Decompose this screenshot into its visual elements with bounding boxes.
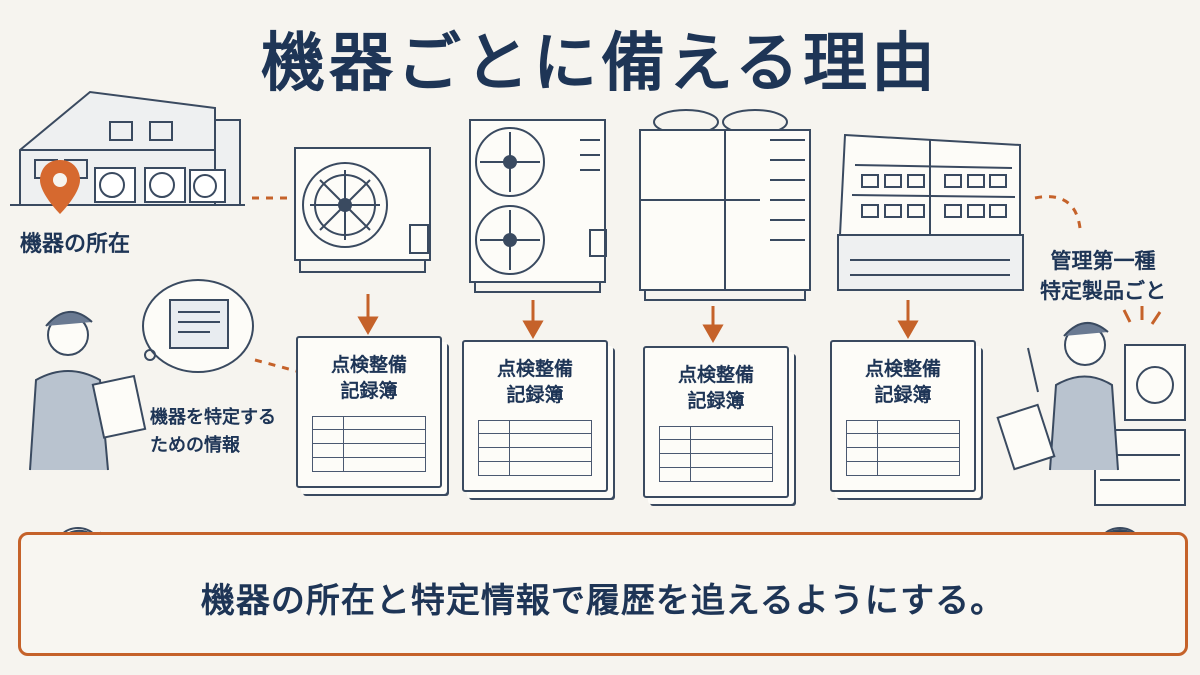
label-identification-info: 機器を特定する ための情報 — [150, 404, 276, 460]
nameplate-callout — [142, 279, 254, 373]
record-book-title: 点検整備 記録簿 — [645, 362, 787, 414]
refrigerated-showcase — [837, 133, 1024, 291]
label-equipment-location: 機器の所在 — [20, 232, 131, 257]
record-book-title-line1: 点検整備 — [864, 358, 941, 380]
record-book-table — [846, 420, 960, 476]
label-class1-product: 管理第一種 特定製品ごと — [1018, 246, 1188, 306]
label-class1-line1: 管理第一種 — [1050, 249, 1156, 273]
record-book-title-line1: 点検整備 — [677, 364, 754, 386]
record-book-1: 点検整備 記録簿 — [296, 336, 442, 488]
record-book-3: 点検整備 記録簿 — [643, 346, 789, 498]
record-book-title-line1: 点検整備 — [330, 354, 407, 376]
label-idinfo-line2: ための情報 — [150, 435, 240, 456]
pointing-worker — [996, 322, 1186, 506]
label-idinfo-line1: 機器を特定する — [150, 407, 276, 428]
outdoor-ac-unit — [294, 147, 431, 273]
record-book-title: 点検整備 記録簿 — [464, 356, 606, 408]
record-book-title-line2: 記録簿 — [687, 390, 745, 412]
location-pin-icon — [40, 160, 80, 214]
record-book-table — [478, 420, 592, 476]
record-book-title-line2: 記録簿 — [506, 384, 564, 406]
record-book-title-line2: 記録簿 — [340, 380, 398, 402]
record-book-2: 点検整備 記録簿 — [462, 340, 608, 492]
record-book-table — [312, 416, 426, 472]
dashed-connectors — [252, 195, 1082, 374]
label-class1-line2: 特定製品ごと — [1040, 279, 1166, 303]
summary-banner-text: 機器の所在と特定情報で履歴を追えるようにする。 — [200, 581, 1006, 621]
record-book-title-line2: 記録簿 — [874, 384, 932, 406]
record-book-table — [659, 426, 773, 482]
worker-with-clipboard — [29, 311, 147, 471]
page-title: 機器ごとに備える理由 — [260, 27, 940, 101]
summary-banner: 機器の所在と特定情報で履歴を追えるようにする。 — [18, 532, 1188, 656]
record-book-title: 点検整備 記録簿 — [832, 356, 974, 408]
down-arrows — [357, 294, 919, 344]
record-book-4: 点検整備 記録簿 — [830, 340, 976, 492]
tall-ac-unit — [469, 119, 607, 293]
spark-marks — [1122, 306, 1162, 325]
dual-fan-chiller — [639, 109, 811, 301]
record-book-title: 点検整備 記録簿 — [298, 352, 440, 404]
record-book-title-line1: 点検整備 — [496, 358, 573, 380]
